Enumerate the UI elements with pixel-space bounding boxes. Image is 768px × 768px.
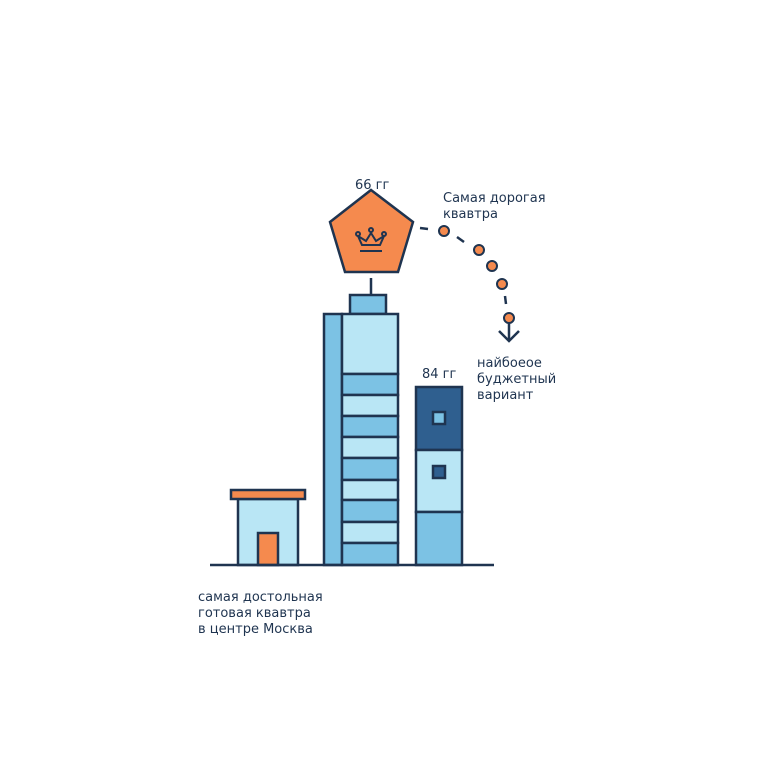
dotted-path <box>419 225 515 324</box>
mid-price-label: 84 гг <box>422 367 457 382</box>
crown-icon <box>355 227 387 252</box>
expensive-line: квавтра <box>443 207 498 222</box>
tower-cap <box>348 293 388 316</box>
house <box>229 488 307 567</box>
cheapest-label: самая достольная готовая квавтра в центр… <box>198 590 323 638</box>
cheapest-line: готовая квавтра <box>198 606 311 621</box>
budget-line: вариант <box>477 388 534 403</box>
top-price-label: 66 гг <box>355 178 390 193</box>
arrow-down-icon <box>498 323 520 343</box>
mid-building <box>414 385 464 567</box>
budget-line: найбоеое <box>477 356 542 371</box>
expensive-label: Самая дорогая квавтра <box>443 191 546 223</box>
expensive-line: Самая дорогая <box>443 191 546 206</box>
tower-floors <box>340 312 400 567</box>
budget-line: буджетный <box>477 372 557 387</box>
tower-side <box>322 312 344 567</box>
cheapest-line: в центре Москва <box>198 622 313 637</box>
budget-label: найбоеое буджетный вариант <box>477 356 556 404</box>
cheapest-line: самая достольная <box>198 590 323 605</box>
